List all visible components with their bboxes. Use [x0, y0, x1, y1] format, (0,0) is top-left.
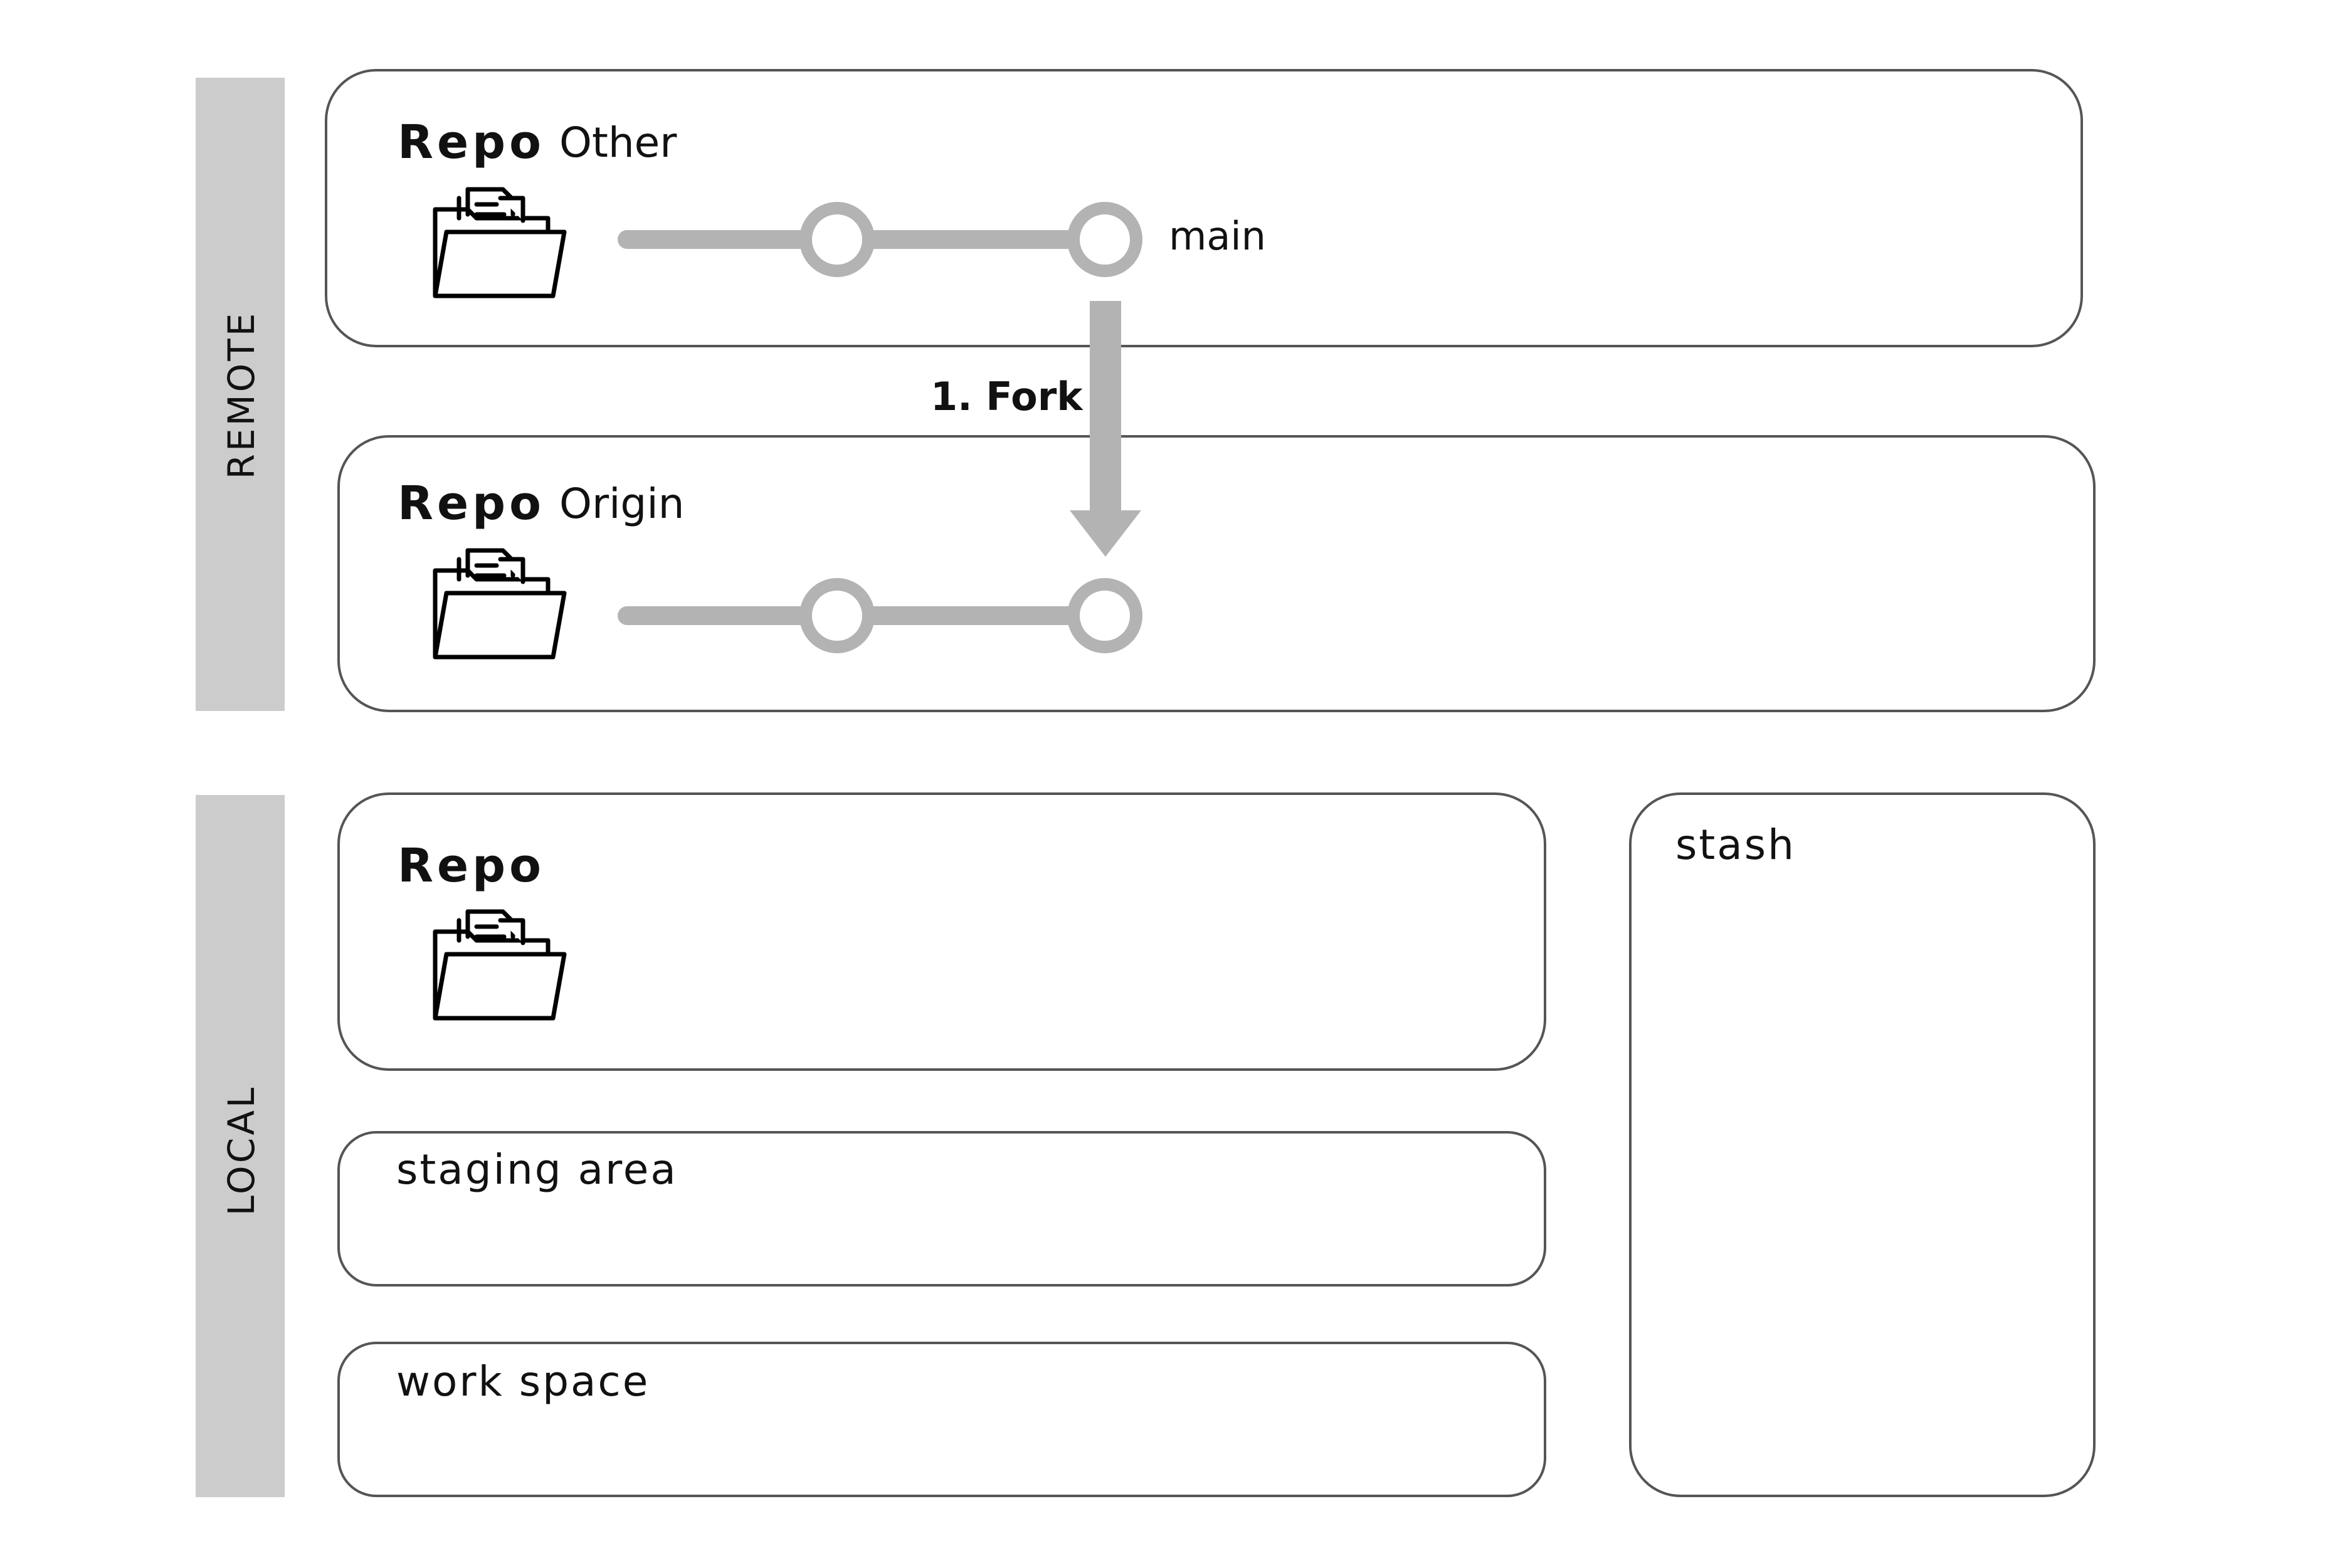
work-space-label: work space: [396, 1357, 650, 1406]
stash-panel: stash: [1629, 792, 2096, 1497]
staging-area-label: staging area: [396, 1145, 678, 1194]
other-commit-1: [799, 202, 875, 277]
other-repo-panel: Repo Other main: [325, 69, 2083, 347]
origin-commit-2: [1067, 578, 1142, 653]
local-band: [196, 795, 285, 1497]
local-repo-panel: Repo: [337, 792, 1546, 1071]
other-repo-name: Other: [559, 118, 677, 167]
folder-icon: [433, 187, 567, 298]
local-label: LOCAL: [220, 1085, 263, 1216]
local-repo-title: Repo: [398, 839, 545, 893]
folder-icon: [433, 548, 567, 660]
stash-label: stash: [1675, 821, 1796, 869]
other-commit-2: [1067, 202, 1142, 277]
origin-repo-name: Origin: [559, 480, 684, 528]
origin-commit-1: [799, 578, 875, 653]
remote-label: REMOTE: [220, 311, 263, 480]
fork-arrow: [1070, 301, 1141, 557]
origin-repo-panel: Repo Origin: [337, 435, 2096, 712]
branch-main-label: main: [1169, 213, 1266, 259]
staging-area-panel: staging area: [337, 1131, 1546, 1286]
remote-band: [196, 78, 285, 711]
fork-step-label: 1. Fork: [931, 374, 1084, 419]
folder-icon: [433, 909, 567, 1021]
origin-repo-title: Repo: [398, 476, 545, 530]
other-repo-title: Repo: [398, 115, 545, 169]
work-space-panel: work space: [337, 1342, 1546, 1497]
